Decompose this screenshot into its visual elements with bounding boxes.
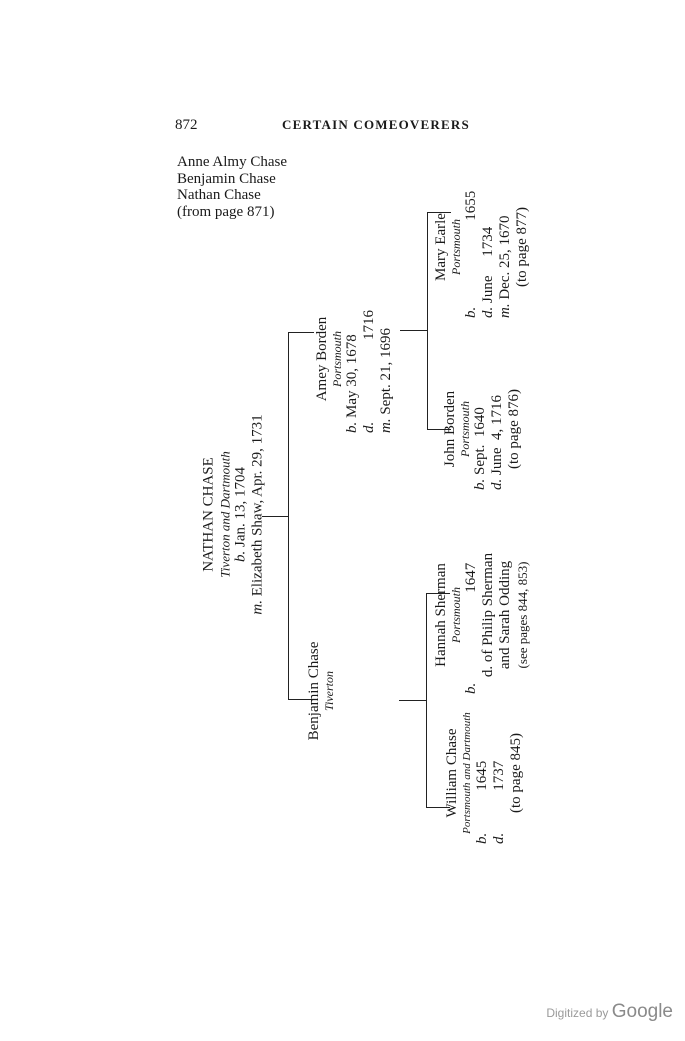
maternal-grandfather-person: John Borden Portsmouth b. Sept. 1640 d. … (442, 364, 532, 494)
root-born: Jan. 13, 1704 (232, 467, 249, 547)
watermark-prefix: Digitized by (546, 1006, 609, 1020)
maternal-grandmother-name: Mary Earle (433, 213, 449, 281)
father-tick (288, 699, 314, 700)
born-prefix: b. (344, 421, 360, 433)
paternal-grandmother-parent-2: and Sarah Odding (497, 560, 513, 670)
digitized-watermark: Digitized by Google (546, 1001, 673, 1023)
intro-line: Nathan Chase (177, 187, 261, 203)
maternal-grandfather-tick (427, 429, 451, 430)
paternal-grandmother-person: Hannah Sherman Portsmouth b. 1647 d. of P… (433, 530, 543, 700)
married-prefix: m. (497, 303, 513, 318)
paternal-connector (399, 700, 427, 701)
root-place: Tiverton and Dartmouth (217, 451, 233, 578)
paternal-grandfather-ref: (to page 845) (508, 733, 524, 813)
root-married: Elizabeth Shaw, Apr. 29, 1731 (249, 414, 266, 597)
maternal-grandmother-ref: (to page 877) (514, 207, 530, 287)
born-prefix: b. (463, 682, 479, 694)
born-prefix: b. (463, 306, 479, 318)
paternal-grandfather-died: 1737 (491, 760, 507, 791)
maternal-grandmother-tick (427, 212, 451, 213)
running-title: CERTAIN COMEOVERERS (282, 117, 470, 132)
father-place: Tiverton (322, 671, 336, 712)
maternal-grandfather-name: John Borden (442, 390, 458, 468)
maternal-grandmother-died: June 1734 (480, 226, 496, 303)
maternal-grandfather-died: June 4, 1716 (489, 395, 505, 475)
maternal-grandfather-ref: (to page 876) (506, 389, 522, 469)
mother-tick (288, 332, 314, 333)
page-number: 872 (175, 117, 198, 133)
maternal-grandfather-place: Portsmouth (458, 401, 472, 458)
intro-line: (from page 871) (177, 203, 275, 220)
root-person: NATHAN CHASE Tiverton and Dartmouth b. J… (201, 360, 286, 670)
paternal-grandmother-ref: (see pages 844, 853) (515, 561, 530, 669)
paternal-grandmother-place: Portsmouth (449, 587, 463, 644)
root-name: NATHAN CHASE (200, 457, 217, 572)
mother-born: May 30, 1678 (344, 334, 360, 418)
born-prefix: b. (232, 550, 249, 562)
maternal-grandmother-place: Portsmouth (449, 219, 463, 276)
father-person: Benjamin Chase Tiverton (306, 636, 342, 746)
maternal-grandmother-person: Mary Earle Portsmouth b. 1655 d. June 173… (433, 172, 541, 322)
mother-died: 1716 (361, 310, 377, 340)
married-prefix: m. (249, 600, 266, 615)
maternal-grandmother-born: 1655 (463, 190, 479, 221)
paternal-grandfather-place: Portsmouth and Dartmouth (461, 712, 473, 834)
married-prefix: m. (378, 418, 394, 433)
died-prefix: d. (489, 478, 505, 490)
mother-married: Sept. 21, 1696 (378, 327, 394, 415)
google-logo: Google (611, 1001, 673, 1022)
mother-place: Portsmouth (330, 331, 344, 388)
born-prefix: b. (474, 832, 490, 844)
maternal-connector (400, 330, 428, 331)
intro-list: Anne Almy Chase Benjamin Chase Nathan Ch… (177, 154, 287, 220)
paternal-grandmother-parent-1: d. of Philip Sherman (480, 552, 496, 678)
paternal-grandmother-born: 1647 (463, 562, 479, 593)
father-name: Benjamin Chase (306, 641, 322, 741)
maternal-bracket (427, 212, 428, 430)
paternal-grandfather-person: William Chase Portsmouth and Dartmouth b… (444, 698, 534, 848)
root-connector (262, 516, 289, 517)
paternal-bracket (426, 593, 427, 808)
parents-bracket (288, 332, 289, 700)
paternal-grandfather-tick (426, 807, 450, 808)
mother-name: Amey Borden (314, 316, 330, 402)
died-prefix: d. (480, 306, 496, 318)
born-prefix: b. (472, 478, 488, 490)
paternal-grandmother-tick (426, 593, 450, 594)
died-prefix: d. (491, 832, 507, 844)
intro-line: Anne Almy Chase (177, 154, 287, 170)
maternal-grandmother-married: Dec. 25, 1670 (497, 215, 513, 300)
paternal-grandfather-born: 1645 (474, 760, 490, 791)
died-prefix: d. (361, 421, 377, 433)
paternal-grandfather-name: William Chase (444, 728, 460, 818)
maternal-grandfather-born: Sept. 1640 (472, 407, 488, 475)
intro-line: Benjamin Chase (177, 170, 276, 187)
paternal-grandmother-name: Hannah Sherman (433, 563, 449, 667)
mother-person: Amey Borden Portsmouth b. May 30, 1678 d… (314, 279, 406, 439)
